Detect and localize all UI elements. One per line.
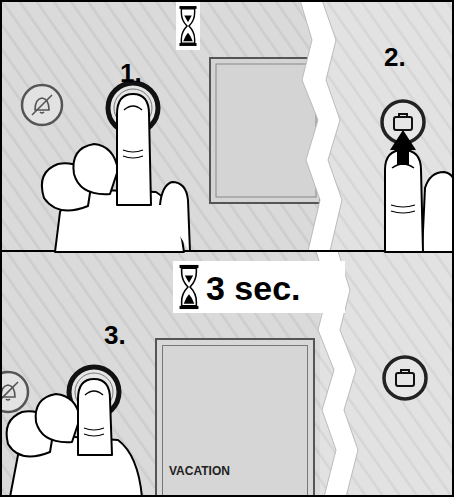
- duration-label: 3 sec.: [206, 271, 301, 305]
- alarm-off-button: [22, 85, 62, 125]
- hand-pressing: [42, 94, 190, 252]
- hourglass-box: [173, 261, 345, 313]
- alarm-off-button: [0, 372, 28, 412]
- press-arrow: [390, 130, 416, 165]
- hourglass-icon: [176, 2, 200, 50]
- display-window: VACATION: [155, 338, 315, 497]
- step-number: 1.: [120, 60, 142, 86]
- step-number: 3.: [104, 322, 126, 348]
- vacation-button: [384, 357, 426, 399]
- break-line: [300, 0, 342, 251]
- display-text: VACATION: [169, 464, 313, 478]
- hand-pressing: [385, 150, 454, 252]
- hand-pressing: [7, 379, 142, 497]
- step-number: 2.: [384, 44, 406, 70]
